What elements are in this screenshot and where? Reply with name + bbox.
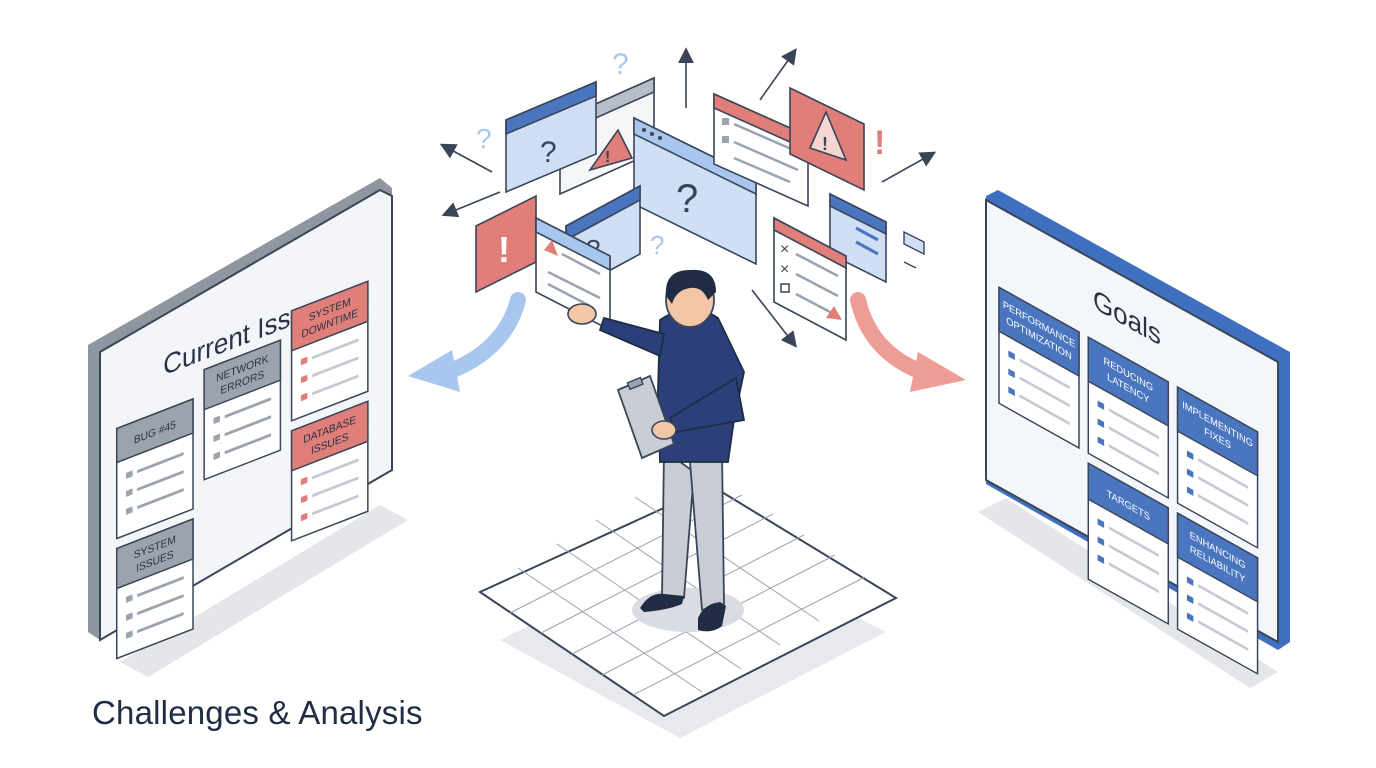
window-question-1: ?: [505, 80, 597, 194]
window-mini-tab: [903, 230, 925, 269]
warning-triangle-icon: !: [588, 128, 634, 172]
current-issues-board: Current Issues BUG #45 NETWORK ERRORS: [88, 178, 408, 677]
arrow-to-goals: [850, 292, 930, 380]
arrow-to-issues: [440, 292, 526, 380]
left-board-shadow: [120, 505, 408, 677]
cross-icon: ×: [780, 241, 789, 258]
issue-card-system: SYSTEM ISSUES: [115, 517, 194, 660]
question-mark-icon: ?: [540, 136, 557, 169]
goals-board: Goals PERFORMANCE OPTIMIZATION REDUCING …: [978, 190, 1290, 688]
window-checklist: × ×: [773, 216, 847, 342]
raised-hand: [567, 303, 597, 325]
goal-card-performance: PERFORMANCE OPTIMIZATION: [998, 286, 1080, 450]
exclamation-icon: !: [874, 124, 885, 162]
goal-card-reliability: ENHANCING RELIABILITY: [1176, 511, 1259, 676]
question-mark-icon: ?: [676, 177, 698, 221]
question-mark-icon: ?: [650, 230, 664, 260]
right-shoe: [698, 602, 726, 632]
window-list-top-right: [713, 92, 809, 208]
holding-hand: [651, 420, 677, 440]
cross-icon: ×: [780, 261, 789, 278]
alert-card-red: !: [475, 194, 537, 294]
person-figure: [567, 269, 746, 632]
issue-card-downtime: SYSTEM DOWNTIME: [290, 280, 369, 422]
floating-windows: ? ! ? ? !: [475, 76, 925, 342]
hair: [665, 269, 716, 304]
left-shoe: [640, 593, 684, 612]
exclamation-icon: !: [822, 134, 828, 154]
arrow-to-issues-head: [408, 350, 460, 392]
exclamation-icon: !: [605, 149, 610, 166]
question-mark-icon: ?: [612, 48, 629, 81]
window-list-held: [535, 216, 611, 332]
alert-card-warning: !: [789, 86, 865, 192]
caption-title: Challenges & Analysis: [92, 694, 423, 731]
issue-card-database: DATABASE ISSUES: [290, 400, 369, 542]
goal-card-targets: TARGETS: [1087, 461, 1170, 626]
raised-arm: [598, 316, 666, 358]
arrow-to-goals-head: [910, 352, 966, 392]
question-mark-icon: ?: [476, 123, 492, 154]
left-leg: [661, 448, 695, 599]
exclamation-icon: !: [498, 229, 510, 270]
direction-arrows: [439, 47, 937, 348]
goal-card-fixes: IMPLEMENTING FIXES: [1176, 385, 1259, 550]
issue-card-bug: BUG #45: [115, 397, 194, 540]
